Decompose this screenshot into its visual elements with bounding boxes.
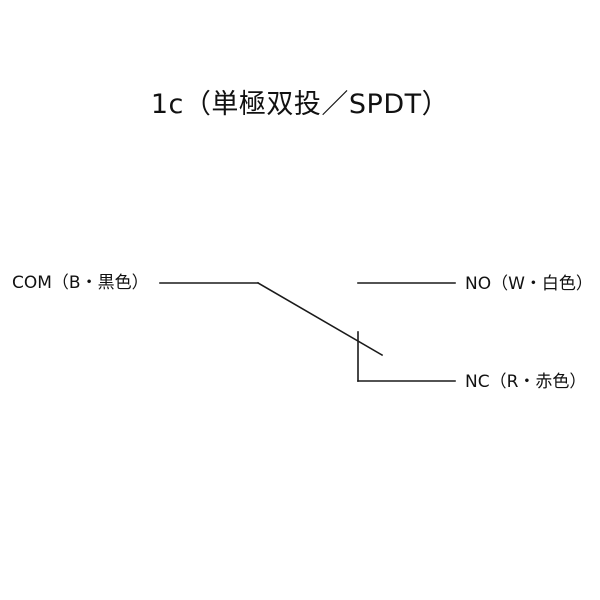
diagram-title: 1c（単極双投／SPDT）: [150, 89, 450, 120]
switch-blade: [256, 281, 384, 357]
nc-terminal-label: NC（R・赤色）: [465, 372, 587, 392]
com-terminal-label: COM（B・黒色）: [12, 273, 149, 293]
no-terminal-label: NO（W・白色）: [465, 274, 593, 294]
